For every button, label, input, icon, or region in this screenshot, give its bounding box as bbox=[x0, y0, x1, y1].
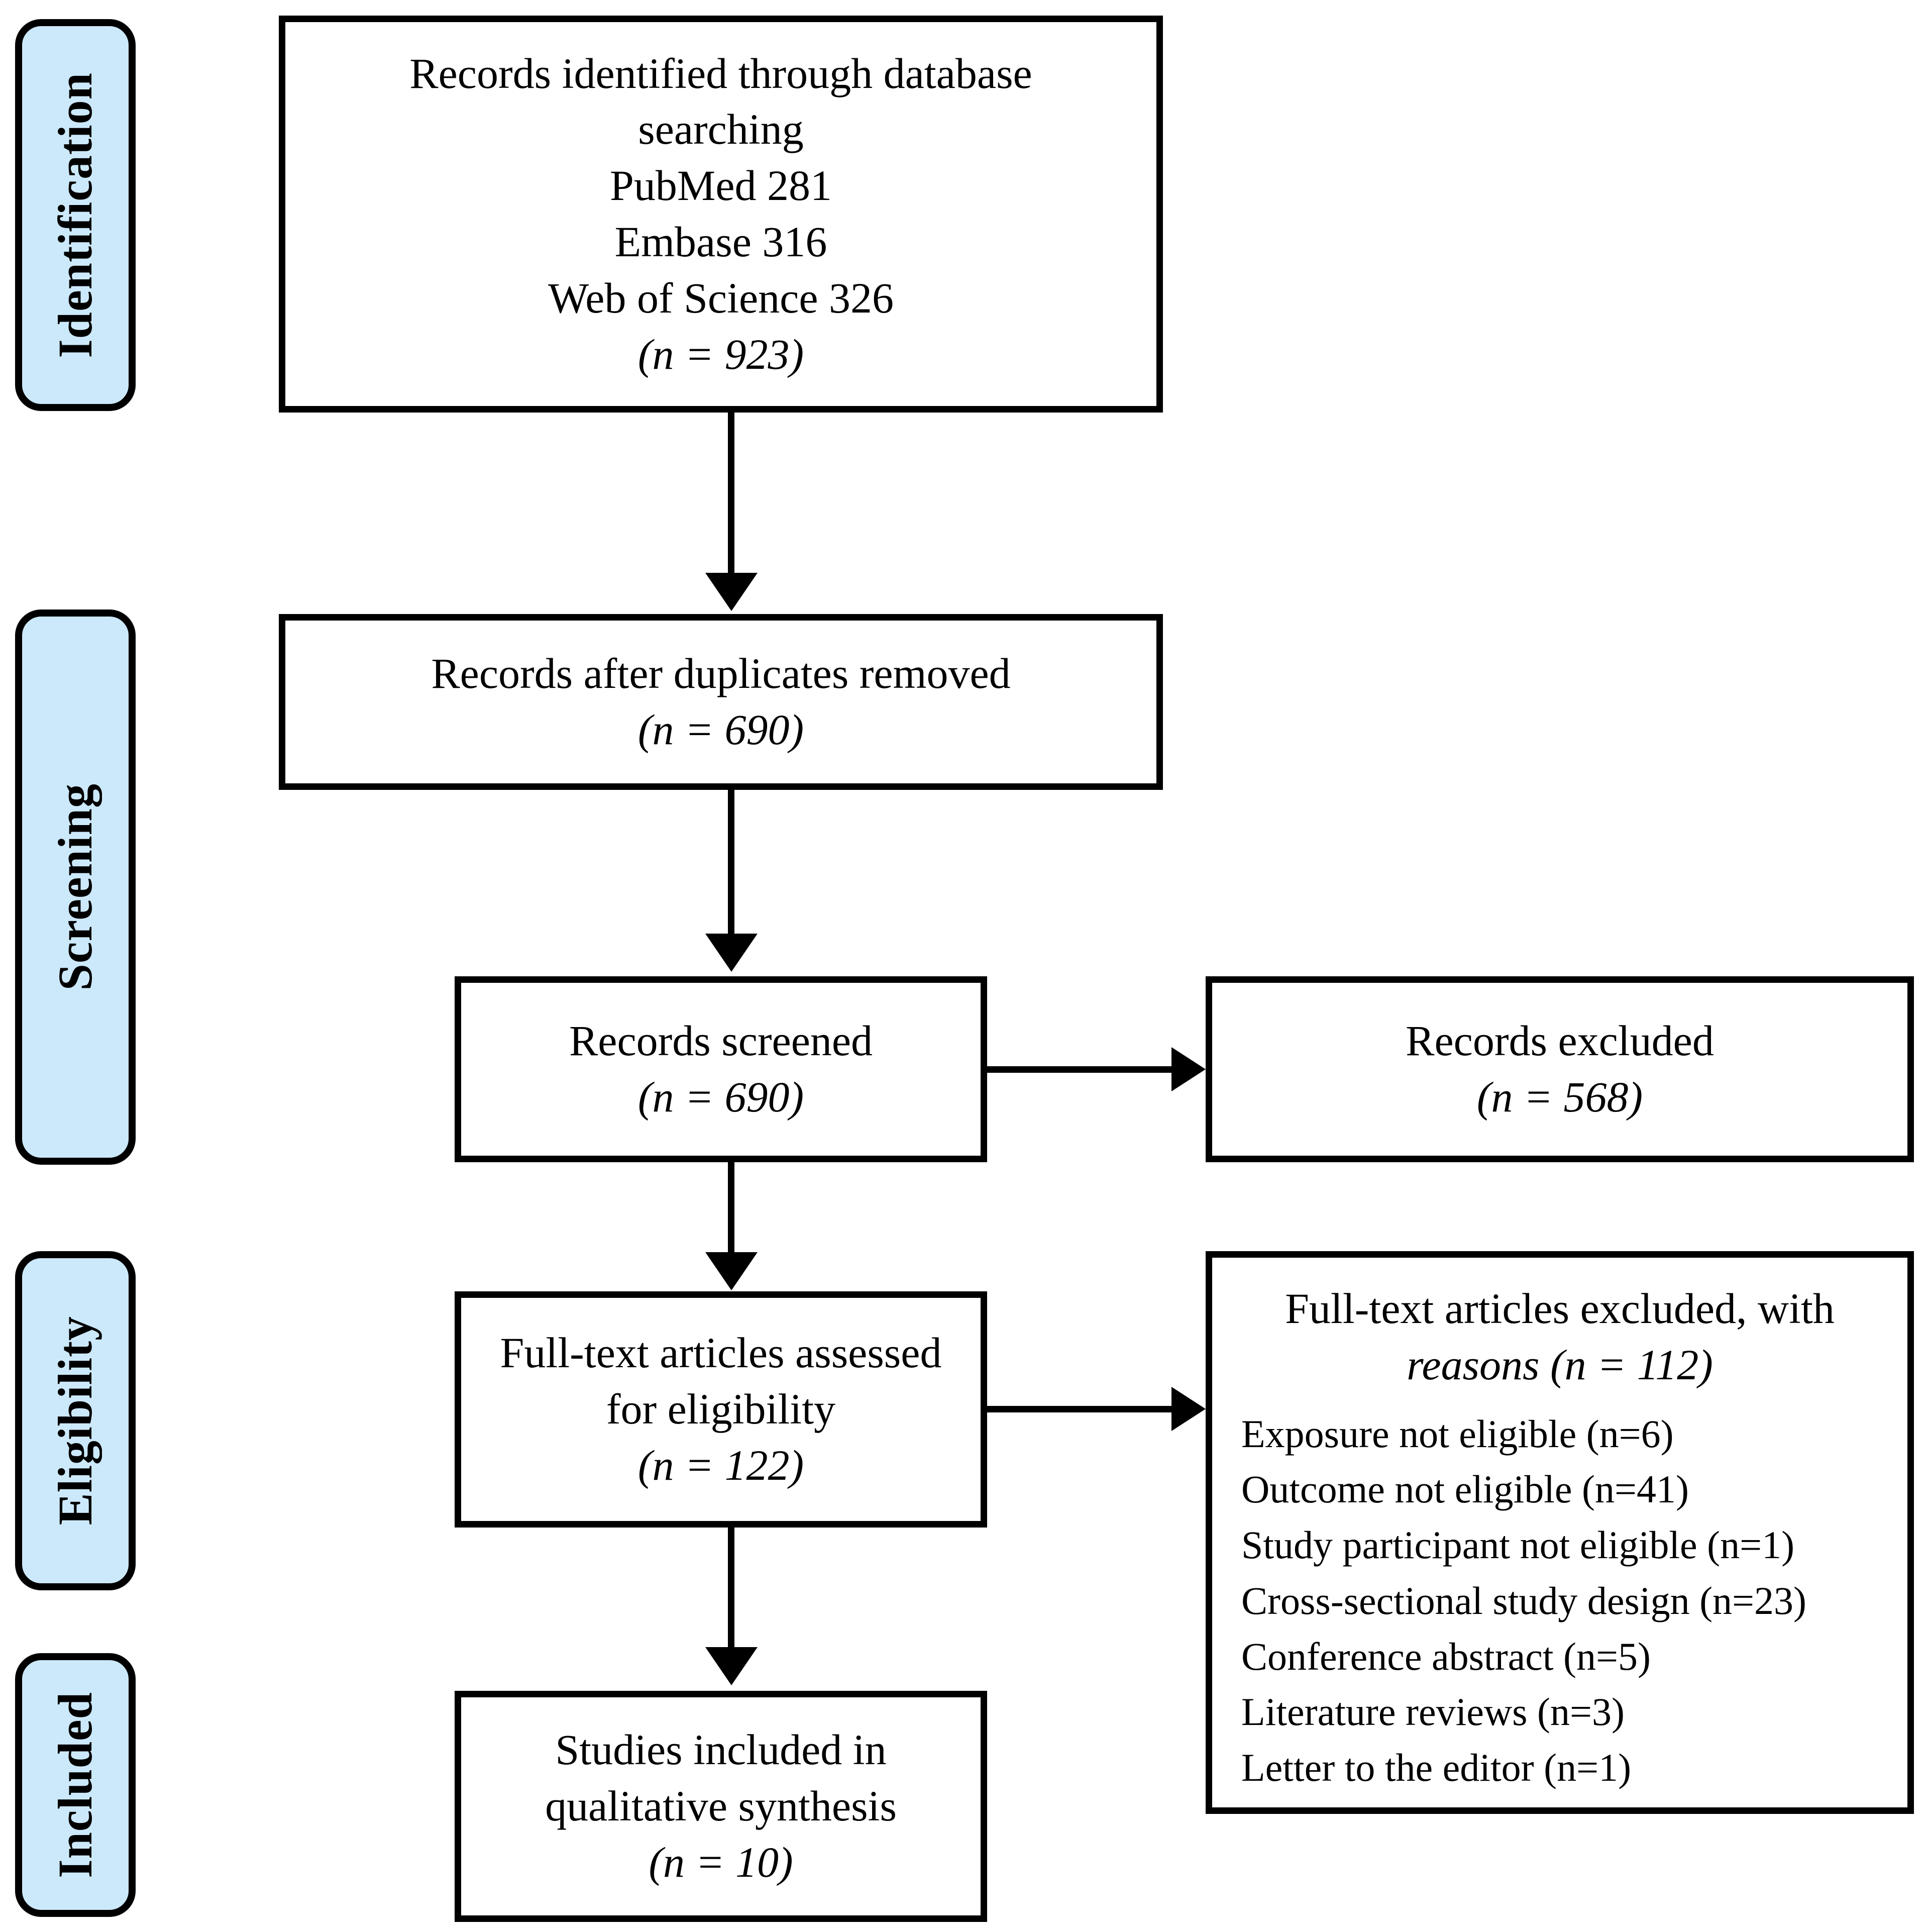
stage-label-included-text: Included bbox=[48, 1692, 102, 1878]
reason-item: Study participant not eligible (n=1) bbox=[1241, 1523, 1795, 1567]
connector-screened-to-excluded bbox=[987, 1066, 1173, 1073]
stage-label-eligibility-text: Eligibility bbox=[48, 1316, 102, 1526]
studies-included-line1: Studies included in bbox=[555, 1725, 887, 1774]
reason-item: Cross-sectional study design (n=23) bbox=[1241, 1578, 1807, 1622]
box-studies-included: Studies included in qualitative synthesi… bbox=[455, 1691, 987, 1922]
connector-identified-to-duplicates bbox=[728, 413, 734, 578]
records-identified-wos: Web of Science 326 bbox=[548, 273, 894, 322]
box-records-screened: Records screened (n = 690) bbox=[455, 976, 987, 1162]
arrowhead-screened-to-fulltext bbox=[705, 1252, 758, 1290]
records-screened-count: (n = 690) bbox=[637, 1073, 804, 1121]
arrowhead-fulltext-to-included bbox=[705, 1647, 758, 1685]
fulltext-excluded-header-line1: Full-text articles excluded, with bbox=[1285, 1284, 1835, 1333]
records-identified-count: (n = 923) bbox=[637, 330, 804, 378]
duplicates-removed-line1: Records after duplicates removed bbox=[431, 649, 1011, 698]
connector-screened-to-fulltext bbox=[728, 1162, 734, 1255]
box-fulltext-assessed: Full-text articles assessed for eligibil… bbox=[455, 1291, 987, 1528]
box-records-excluded: Records excluded (n = 568) bbox=[1206, 976, 1914, 1162]
fulltext-excluded-header: Full-text articles excluded, with reason… bbox=[1212, 1281, 1907, 1393]
stage-label-included: Included bbox=[15, 1653, 136, 1917]
fulltext-assessed-count: (n = 122) bbox=[637, 1441, 804, 1489]
reason-item: Outcome not eligible (n=41) bbox=[1241, 1467, 1689, 1511]
arrowhead-screened-to-excluded bbox=[1171, 1047, 1206, 1091]
box-records-identified: Records identified through database sear… bbox=[279, 16, 1163, 413]
reason-item: Exposure not eligible (n=6) bbox=[1241, 1411, 1674, 1456]
connector-duplicates-to-screened bbox=[728, 790, 734, 936]
fulltext-excluded-header-line2: reasons (n = 112) bbox=[1407, 1340, 1713, 1389]
box-duplicates-removed: Records after duplicates removed (n = 69… bbox=[279, 614, 1163, 790]
studies-included-line2: qualitative synthesis bbox=[545, 1782, 897, 1831]
stage-label-screening: Screening bbox=[15, 609, 136, 1165]
fulltext-assessed-line2: for eligibility bbox=[606, 1385, 836, 1434]
connector-fulltext-to-excluded bbox=[987, 1406, 1173, 1412]
arrowhead-identified-to-duplicates bbox=[705, 573, 758, 611]
studies-included-count: (n = 10) bbox=[649, 1838, 793, 1886]
fulltext-assessed-line1: Full-text articles assessed bbox=[500, 1329, 942, 1377]
records-identified-line2: searching bbox=[638, 105, 804, 154]
duplicates-removed-count: (n = 690) bbox=[637, 705, 804, 754]
stage-label-eligibility: Eligibility bbox=[15, 1251, 136, 1590]
records-excluded-count: (n = 568) bbox=[1476, 1073, 1643, 1121]
records-excluded-line1: Records excluded bbox=[1406, 1016, 1714, 1065]
records-identified-pubmed: PubMed 281 bbox=[610, 161, 832, 210]
arrowhead-duplicates-to-screened bbox=[705, 934, 758, 972]
records-screened-line1: Records screened bbox=[569, 1016, 873, 1065]
stage-label-identification: Identification bbox=[15, 19, 136, 411]
stage-label-screening-text: Screening bbox=[48, 783, 102, 991]
box-fulltext-excluded-reasons: Full-text articles excluded, with reason… bbox=[1206, 1251, 1914, 1814]
reason-item: Conference abstract (n=5) bbox=[1241, 1634, 1651, 1678]
records-identified-line1: Records identified through database bbox=[409, 49, 1032, 97]
connector-fulltext-to-included bbox=[728, 1528, 734, 1651]
stage-label-identification-text: Identification bbox=[48, 72, 102, 358]
fulltext-excluded-reason-list: Exposure not eligible (n=6) Outcome not … bbox=[1212, 1406, 1907, 1796]
reason-item: Literature reviews (n=3) bbox=[1241, 1690, 1625, 1734]
arrowhead-fulltext-to-excluded bbox=[1171, 1387, 1206, 1431]
reason-item: Letter to the editor (n=1) bbox=[1241, 1746, 1632, 1790]
records-identified-embase: Embase 316 bbox=[614, 218, 827, 266]
